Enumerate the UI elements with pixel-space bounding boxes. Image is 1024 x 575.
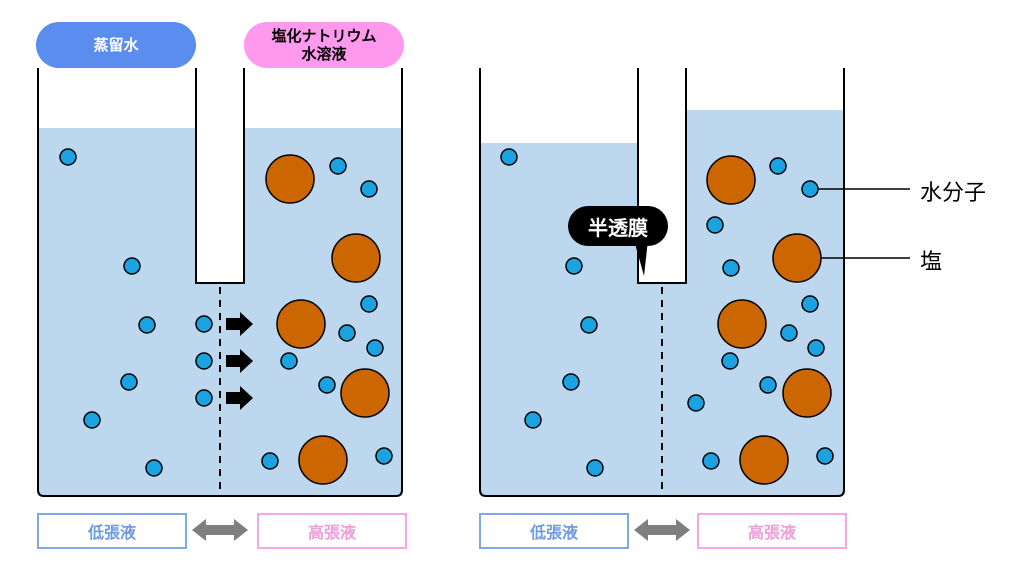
- membrane-callout: 半透膜: [568, 206, 668, 246]
- water-molecule: [562, 373, 580, 391]
- membrane-text: 半透膜: [588, 215, 648, 240]
- salt-solution-label: 塩化ナトリウム 水溶液: [244, 22, 404, 68]
- right-arrow-icon: [226, 312, 253, 336]
- water-molecule-label: 水分子: [920, 181, 987, 206]
- water-molecule: [329, 157, 347, 175]
- salt-particle: [739, 435, 789, 485]
- salt-particle: [298, 435, 348, 485]
- water-molecule: [586, 459, 604, 477]
- salt-particle: [265, 154, 315, 204]
- water-molecule: [500, 148, 518, 166]
- left-solution-fill: [38, 128, 402, 496]
- salt-particle: [782, 368, 832, 418]
- water-molecule: [565, 257, 583, 275]
- water-molecule: [120, 373, 138, 391]
- water-molecule: [59, 148, 77, 166]
- water-molecule: [83, 411, 101, 429]
- right-beaker: [479, 68, 845, 497]
- salt-particle: [276, 299, 326, 349]
- water-molecule: [123, 257, 141, 275]
- water-molecule: [138, 316, 156, 334]
- water-molecule: [338, 324, 356, 342]
- double-arrow-icon: [192, 519, 248, 541]
- hypotonic-label-left: 低張液: [37, 513, 187, 549]
- water-molecule: [195, 315, 213, 333]
- left-divider: [195, 68, 245, 284]
- hypertonic-label-right: 高張液: [697, 513, 847, 549]
- water-molecule: [360, 295, 378, 313]
- water-molecule: [366, 339, 384, 357]
- salt-label: 塩: [920, 250, 943, 275]
- water-molecule: [195, 389, 213, 407]
- hypertonic-label-left: 高張液: [257, 513, 407, 549]
- water-molecule: [580, 316, 598, 334]
- water-molecule: [280, 352, 298, 370]
- water-molecule: [780, 324, 798, 342]
- water-molecule: [801, 295, 819, 313]
- right-arrow-icon: [226, 349, 253, 373]
- water-molecule: [721, 352, 739, 370]
- water-molecule: [360, 180, 378, 198]
- left-beaker: [37, 68, 403, 497]
- water-molecule: [759, 376, 777, 394]
- salt-solution-text-line1: 塩化ナトリウム: [271, 27, 377, 45]
- bubble-tail: [634, 240, 648, 276]
- water-molecule: [524, 411, 542, 429]
- double-arrow-icon: [634, 519, 690, 541]
- water-molecule: [722, 259, 740, 277]
- salt-particle: [717, 299, 767, 349]
- water-molecule: [375, 447, 393, 465]
- hypotonic-label-right: 低張液: [479, 513, 629, 549]
- water-molecule: [318, 376, 336, 394]
- water-molecule: [807, 339, 825, 357]
- distilled-water-label: 蒸留水: [36, 22, 196, 68]
- salt-particle: [331, 233, 381, 283]
- water-molecule: [145, 459, 163, 477]
- water-molecule: [195, 352, 213, 370]
- water-molecule: [706, 216, 724, 234]
- water-molecule: [687, 394, 705, 412]
- water-molecule: [261, 452, 279, 470]
- right-beaker-outline: [479, 68, 845, 497]
- salt-particle: [706, 155, 756, 205]
- salt-particle: [772, 233, 822, 283]
- left-beaker-outline: [37, 68, 403, 497]
- salt-solution-text-line2: 水溶液: [301, 45, 347, 63]
- salt-particle: [340, 368, 390, 418]
- right-arrow-icon: [226, 386, 253, 410]
- water-molecule: [769, 157, 787, 175]
- water-molecule: [816, 447, 834, 465]
- distilled-water-text: 蒸留水: [93, 36, 139, 54]
- water-molecule: [702, 452, 720, 470]
- water-molecule: [801, 180, 819, 198]
